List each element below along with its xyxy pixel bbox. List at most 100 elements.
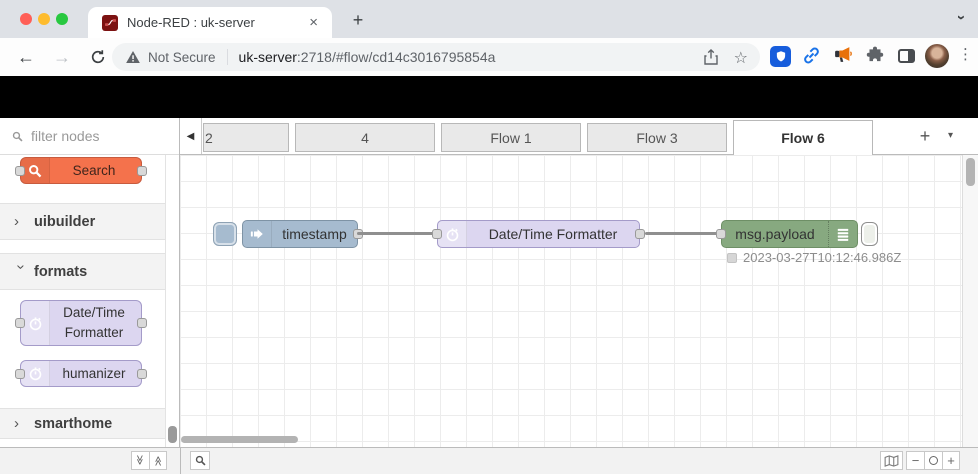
node-palette: Search › uibuilder › formats Date/Time F… xyxy=(0,118,180,447)
browser-menu-icon[interactable]: ⋮ xyxy=(958,45,973,63)
chevron-right-icon: › xyxy=(14,213,19,230)
footer-bar: ≪ ≪ − + xyxy=(0,447,978,474)
node-input-port[interactable] xyxy=(716,229,726,239)
node-red-favicon xyxy=(102,14,118,31)
forward-button: → xyxy=(53,46,71,67)
side-panel-icon[interactable] xyxy=(898,49,915,63)
palette-expand-all-button[interactable]: ≪ xyxy=(149,451,167,470)
flow-node-timestamp[interactable]: timestamp xyxy=(242,220,363,248)
not-secure-label: Not Secure xyxy=(148,49,216,65)
flow-tabbar: ◀ 2 4 Flow 1 Flow 3 Flow 6 + ▾ xyxy=(180,118,978,155)
debug-list-icon xyxy=(837,228,849,241)
palette-category-uibuilder[interactable]: › uibuilder xyxy=(0,203,165,240)
category-label: formats xyxy=(34,263,88,280)
palette-node-datetime-formatter[interactable]: Date/Time Formatter xyxy=(15,300,147,346)
zoom-reset-button[interactable] xyxy=(924,451,942,470)
timer-icon xyxy=(446,227,458,241)
palette-node-label: Date/Time Formatter xyxy=(63,304,125,340)
node-input-port[interactable] xyxy=(15,369,25,379)
timer-icon-region xyxy=(21,301,50,345)
canvas-vertical-scrollbar-thumb[interactable] xyxy=(966,158,975,186)
palette-scrollbar-thumb[interactable] xyxy=(168,426,177,443)
canvas-search-button[interactable] xyxy=(190,451,210,470)
flow-tab-flow1[interactable]: Flow 1 xyxy=(441,123,581,152)
category-label: smarthome xyxy=(34,415,113,432)
url-path: :2718/#flow/cd14c3016795854a xyxy=(296,49,496,65)
node-input-port[interactable] xyxy=(15,166,25,176)
zoom-reset-icon xyxy=(929,456,938,465)
flow-canvas[interactable]: timestamp Date/Time Formatter msg.payloa… xyxy=(180,155,962,447)
timer-icon-region xyxy=(21,361,50,386)
flow-tab-flow3[interactable]: Flow 3 xyxy=(587,123,727,152)
bookmark-star-icon[interactable]: ☆ xyxy=(733,47,748,67)
tab-search-chevron-icon[interactable]: › xyxy=(953,15,970,20)
flow-node-msg-payload[interactable]: msg.payload xyxy=(716,220,858,248)
browser-tab[interactable]: Node-RED : uk-server × xyxy=(88,7,332,38)
canvas-horizontal-scrollbar[interactable] xyxy=(181,436,298,443)
zoom-out-button[interactable]: − xyxy=(906,451,924,470)
inject-trigger-button[interactable] xyxy=(213,222,237,246)
browser-toolbar: ← → Not Secure uk-server:2718/#flow/cd14… xyxy=(0,38,978,76)
url-text: uk-server:2718/#flow/cd14c3016795854a xyxy=(239,49,496,65)
reload-button[interactable] xyxy=(86,45,110,69)
node-label: msg.payload xyxy=(735,226,815,242)
debug-enable-toggle[interactable] xyxy=(861,222,878,246)
inject-arrow-icon xyxy=(250,229,263,239)
url-host: uk-server xyxy=(238,49,297,65)
bitwarden-extension-icon[interactable] xyxy=(770,46,791,67)
debug-status-text: 2023-03-27T10:12:46.986Z xyxy=(743,250,902,265)
node-input-port[interactable] xyxy=(432,229,442,239)
chevron-down-icon: › xyxy=(12,264,30,270)
node-label: timestamp xyxy=(282,226,347,242)
footer-divider xyxy=(180,448,181,474)
flow-tab-4[interactable]: 4 xyxy=(295,123,435,152)
palette-node-humanizer[interactable]: humanizer xyxy=(15,360,147,387)
flow-tab-2[interactable]: 2 xyxy=(203,123,289,152)
search-icon xyxy=(29,164,42,177)
palette-filter-input[interactable] xyxy=(31,128,151,144)
zoom-in-button[interactable]: + xyxy=(942,451,960,470)
map-icon xyxy=(884,454,899,467)
chevron-right-icon: › xyxy=(14,415,19,432)
maximize-window-button[interactable] xyxy=(56,13,68,25)
megaphone-extension-icon[interactable] xyxy=(833,46,852,63)
close-window-button[interactable] xyxy=(20,13,32,25)
node-output-port[interactable] xyxy=(137,318,147,328)
omnibox-divider xyxy=(226,49,228,65)
link-extension-icon[interactable] xyxy=(802,46,821,65)
wire[interactable] xyxy=(357,232,438,235)
tab-scroll-left-button[interactable]: ◀ xyxy=(180,118,202,154)
node-output-port[interactable] xyxy=(137,166,147,176)
new-tab-button[interactable]: + xyxy=(352,9,364,30)
node-output-port[interactable] xyxy=(137,369,147,379)
back-button[interactable]: ← xyxy=(17,46,35,67)
filter-search-icon xyxy=(12,131,23,142)
minimize-window-button[interactable] xyxy=(38,13,50,25)
inject-icon-region xyxy=(243,221,272,247)
browser-tab-title: Node-RED : uk-server xyxy=(127,15,255,30)
add-flow-button[interactable]: + xyxy=(919,125,931,146)
not-secure-warning-icon[interactable] xyxy=(126,51,140,63)
extensions-puzzle-icon[interactable] xyxy=(866,46,884,64)
close-tab-icon[interactable]: × xyxy=(309,14,318,31)
flow-node-datetime-formatter[interactable]: Date/Time Formatter xyxy=(432,220,645,248)
flow-list-caret-icon[interactable]: ▾ xyxy=(948,130,954,141)
node-output-port[interactable] xyxy=(635,229,645,239)
palette-category-formats[interactable]: › formats xyxy=(0,253,165,290)
profile-avatar[interactable] xyxy=(925,44,949,68)
palette-node-search[interactable]: Search xyxy=(15,157,147,184)
search-node-icon-region xyxy=(21,158,50,183)
address-bar[interactable]: Not Secure uk-server:2718/#flow/cd14c301… xyxy=(112,43,760,71)
node-input-port[interactable] xyxy=(15,318,25,328)
navigator-map-button[interactable] xyxy=(880,451,903,470)
share-icon[interactable] xyxy=(703,49,718,65)
palette-category-smarthome[interactable]: › smarthome xyxy=(0,408,165,439)
canvas-vertical-scrollbar-track[interactable] xyxy=(962,155,978,447)
search-icon xyxy=(195,455,206,466)
palette-filter[interactable] xyxy=(0,118,179,155)
palette-collapse-all-button[interactable]: ≪ xyxy=(131,451,149,470)
palette-node-label: Search xyxy=(72,163,116,178)
flow-tab-flow6[interactable]: Flow 6 xyxy=(733,120,873,155)
wire[interactable] xyxy=(645,232,721,235)
